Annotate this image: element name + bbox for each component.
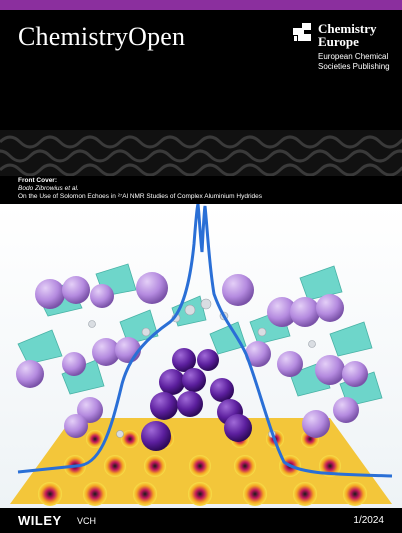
publisher-subtitle-line1: European Chemical: [318, 52, 389, 61]
cover-header: [0, 10, 402, 130]
publisher-subtitle: European Chemical Societies Publishing: [318, 52, 396, 71]
publisher-subtitle-line2: Societies Publishing: [318, 61, 390, 71]
publisher-name-line1: Chemistry: [318, 21, 377, 36]
chemistry-europe-logo-icon: [292, 22, 312, 42]
front-cover-authors: Bodo Zibrowius et al.: [18, 185, 79, 192]
publisher-name: Chemistry Europe: [318, 22, 396, 48]
wiley-logo: WILEY: [18, 513, 62, 528]
front-cover-heading: Front Cover:: [18, 177, 57, 184]
journal-title: ChemistryOpen: [18, 22, 186, 51]
chain-pattern-band: [0, 130, 402, 176]
vch-mark: VCH: [77, 516, 97, 526]
cover-artwork: [0, 204, 402, 508]
publisher-block[interactable]: Chemistry Europe European Chemical Socie…: [292, 22, 396, 71]
issue-number: 1/2024: [353, 515, 384, 526]
cover-footer: WILEY VCH 1/2024: [0, 508, 402, 533]
publisher-name-line2: Europe: [318, 34, 359, 49]
front-cover-article-title: On the Use of Solomon Echoes in ²⁷Al NMR…: [18, 193, 263, 200]
accent-stripe: [0, 0, 402, 10]
front-cover-info[interactable]: Front Cover: Bodo Zibrowius et al. On th…: [0, 176, 402, 204]
